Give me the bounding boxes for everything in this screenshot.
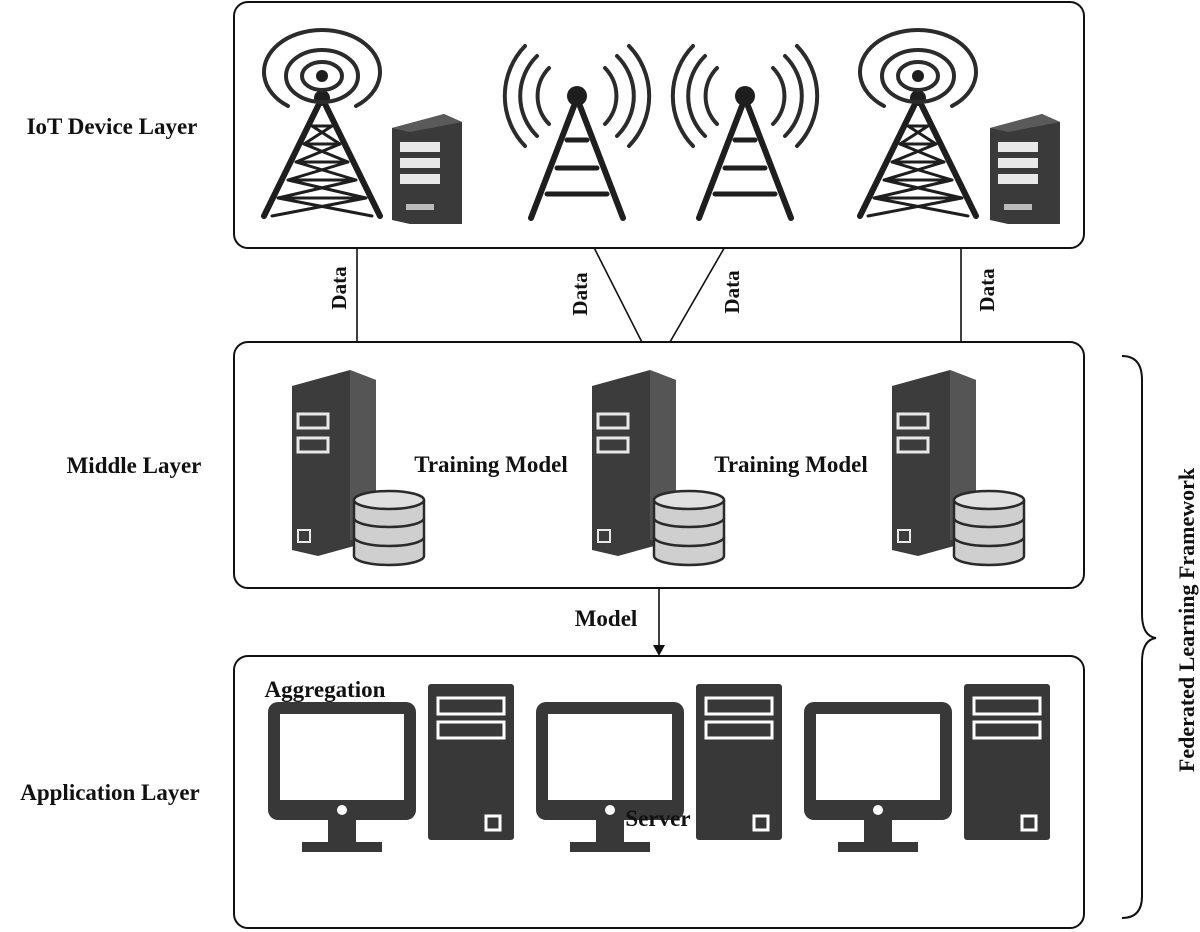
iot-device-layer-label: IoT Device Layer: [27, 114, 198, 139]
aggregation-label: Aggregation: [265, 677, 386, 702]
training-model-label: Training Model: [714, 452, 868, 477]
framework-brace: [1121, 355, 1157, 919]
training-model-label: Training Model: [414, 452, 568, 477]
data-label-3: Data: [720, 270, 744, 314]
application-layer-label: Application Layer: [20, 780, 200, 805]
middle-layer-label: Middle Layer: [67, 453, 202, 478]
server-tower-icon: [962, 682, 1052, 842]
data-label-1: Data: [327, 266, 351, 310]
pc-tower-icon: [392, 114, 462, 224]
data-label-4: Data: [975, 268, 999, 312]
server-tower-icon: [694, 682, 784, 842]
data-label-2: Data: [568, 272, 592, 316]
framework-label: Federated Learning Framework: [1174, 467, 1199, 772]
model-label: Model: [575, 606, 638, 631]
server-label: Server: [625, 806, 690, 831]
server-tower-icon: [426, 682, 516, 842]
model-arrowhead: [653, 645, 665, 656]
pc-tower-icon: [990, 114, 1060, 224]
